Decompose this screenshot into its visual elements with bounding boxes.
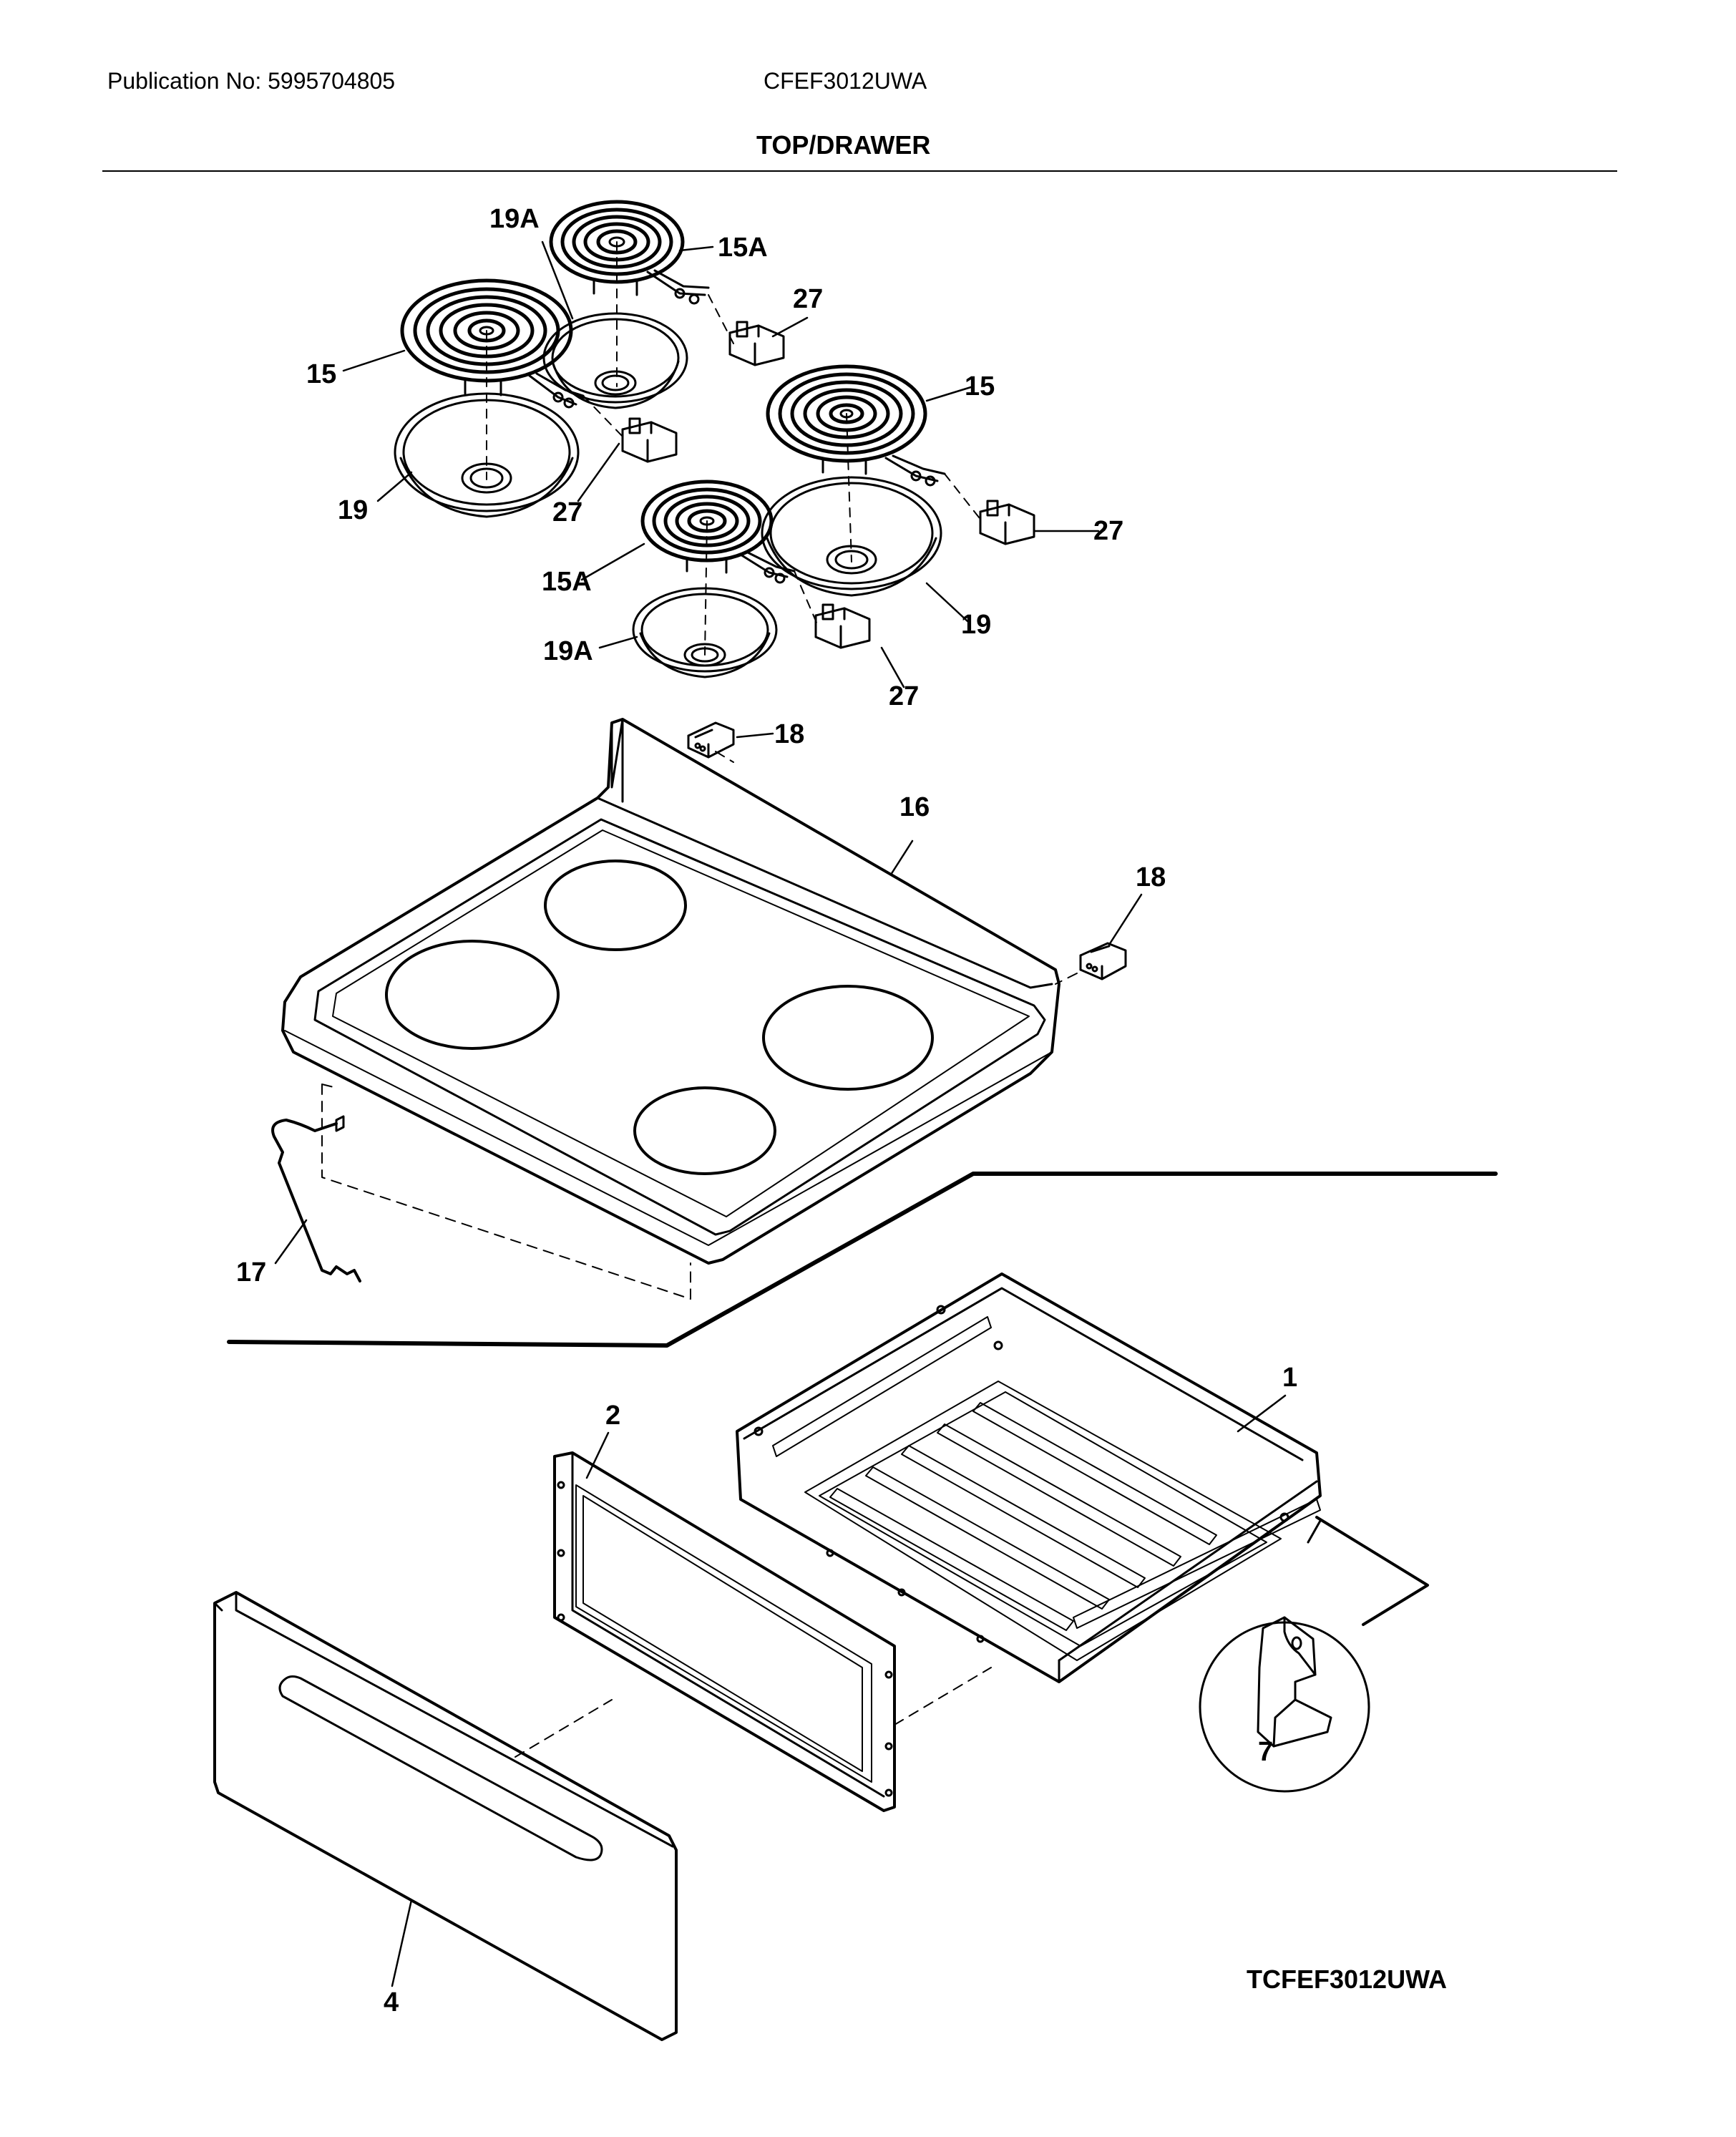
callout-27-top: 27 [793, 284, 823, 314]
callout-15-right: 15 [965, 371, 995, 401]
support-rod-17 [271, 1115, 361, 1282]
callout-19-right: 19 [961, 610, 991, 640]
callout-17: 17 [236, 1257, 266, 1287]
bracket-18-top [687, 721, 735, 759]
callout-15a-top: 15A [718, 233, 768, 263]
alignment-lines-top [321, 751, 1078, 1300]
callout-7: 7 [1258, 1737, 1273, 1767]
alignment-lines-burners [486, 241, 982, 656]
publication-number: Publication No: 5995704805 [107, 68, 396, 94]
leader-lines [274, 240, 1287, 1987]
receptacle-27-front [814, 603, 871, 649]
callout-1: 1 [1282, 1363, 1297, 1393]
surface-element-15-left [400, 278, 585, 409]
section-divider-line [227, 1172, 1498, 1348]
callout-27-mid: 27 [552, 497, 582, 527]
receptacle-27-right [979, 500, 1035, 545]
drawer-liner-2 [553, 1451, 896, 1812]
model-number: CFEF3012UWA [764, 68, 927, 94]
callout-19a-front: 19A [543, 636, 593, 666]
callout-18-right: 18 [1136, 862, 1166, 892]
header-divider [102, 170, 1617, 172]
callout-19a-top: 19A [489, 204, 540, 234]
callout-16: 16 [899, 792, 930, 822]
detail-bubble-7 [1199, 1516, 1429, 1793]
callout-18-top: 18 [774, 719, 804, 749]
callout-19-left: 19 [338, 495, 368, 525]
diagram-code: TCFEF3012UWA [1247, 1965, 1448, 1994]
drip-bowl-19a-front [632, 587, 778, 678]
drawer-front-4 [213, 1591, 678, 2041]
section-title: TOP/DRAWER [756, 130, 931, 160]
drip-bowl-19a-rear [542, 312, 688, 409]
receptacle-27-top [728, 321, 785, 366]
callout-4: 4 [384, 1987, 399, 2017]
callout-15-left: 15 [306, 359, 336, 389]
callout-27-right: 27 [1093, 516, 1123, 546]
callout-15a-front: 15A [542, 567, 592, 597]
alignment-lines-drawer [515, 1667, 992, 1758]
drip-bowl-19-right [761, 476, 942, 597]
drawer-body-1 [736, 1272, 1322, 1683]
callout-27-front: 27 [889, 681, 919, 711]
main-top-16 [281, 718, 1060, 1265]
callout-2: 2 [605, 1401, 620, 1431]
receptacle-27-mid [621, 417, 678, 463]
surface-element-15-right [766, 364, 946, 487]
surface-element-15a-rear [549, 200, 710, 305]
bracket-18-right [1079, 942, 1127, 980]
